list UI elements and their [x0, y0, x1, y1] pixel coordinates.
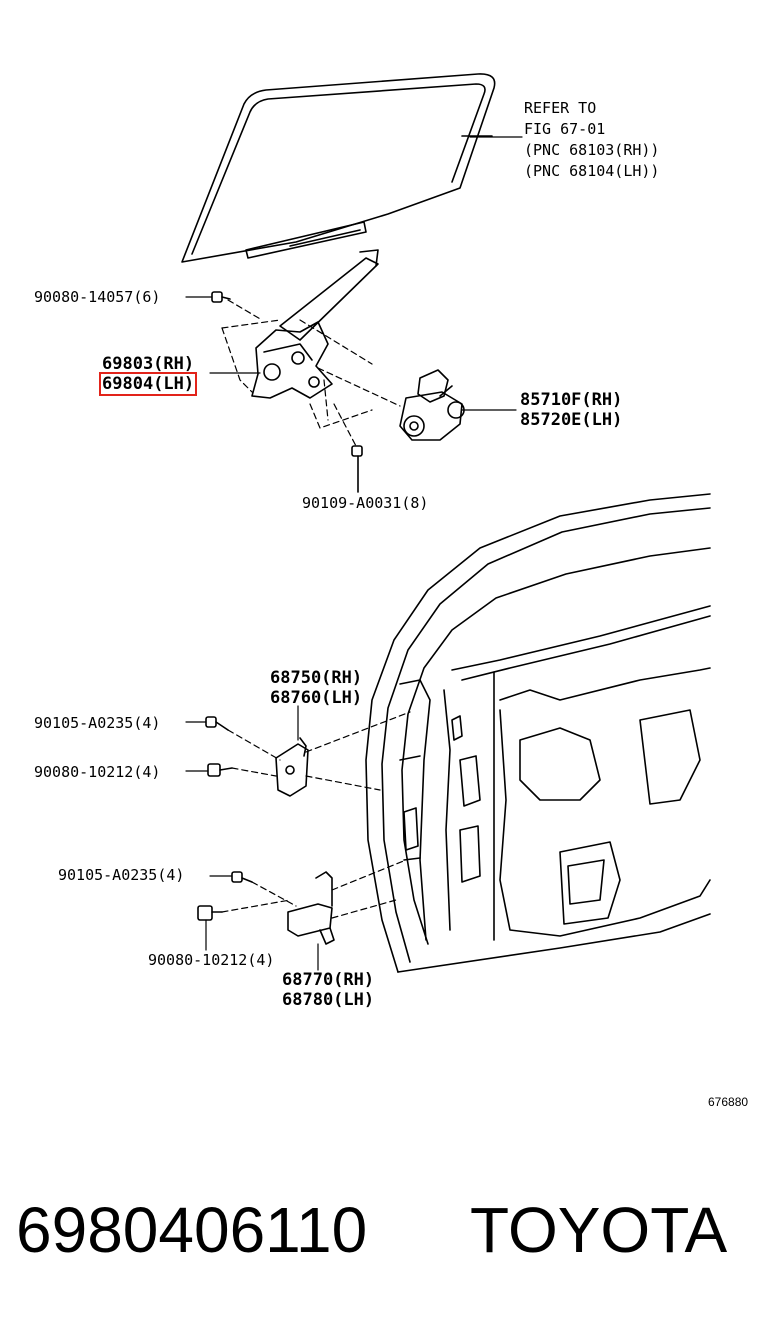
callout-bolt-lower-b[interactable]: 90080-10212(4) — [148, 951, 275, 969]
bolt-lower-a-icon — [231, 871, 253, 883]
callout-lower-hinge-rh[interactable]: 68770(RH) — [282, 970, 375, 990]
refer-note: REFER TO FIG 67-01 (PNC 68103(RH)) (PNC … — [524, 98, 659, 182]
callout-lower-hinge-lh[interactable]: 68780(LH) — [282, 990, 375, 1010]
refer-line-3: (PNC 68103(RH)) — [524, 141, 660, 159]
lower-hinge — [287, 871, 335, 971]
window-regulator — [251, 249, 379, 399]
highlight-box: 69804(LH) — [99, 372, 198, 396]
refer-line-2: FIG 67-01 — [524, 120, 606, 138]
footer-brand: TOYOTA — [470, 1194, 728, 1266]
door-glass — [181, 73, 496, 263]
refer-line-4: (PNC 68104(LH)) — [524, 162, 660, 180]
callout-regulator-rh[interactable]: 69803(RH) — [102, 354, 195, 374]
callout-regulator-lh[interactable]: 69804(LH) — [99, 372, 198, 396]
callout-upper-hinge-lh[interactable]: 68760(LH) — [270, 688, 363, 708]
footer-part-number: 6980406110 — [16, 1194, 368, 1266]
upper-hinge — [275, 705, 309, 797]
figure-id: 676880 — [708, 1095, 749, 1109]
bolt-lower-b-icon — [197, 905, 223, 951]
callout-motor-lh[interactable]: 85720E(LH) — [520, 410, 623, 430]
callout-motor-rh[interactable]: 85710F(RH) — [520, 390, 623, 410]
callout-upper-hinge-rh[interactable]: 68750(RH) — [270, 668, 363, 688]
window-motor — [399, 369, 465, 441]
callout-bolt-lower-a[interactable]: 90105-A0235(4) — [58, 866, 185, 884]
bolt-upper-b-icon — [207, 763, 233, 777]
callout-bolt-regulator[interactable]: 90080-14057(6) — [34, 288, 161, 306]
callout-bolt-upper-b[interactable]: 90080-10212(4) — [34, 763, 161, 781]
door-frame — [365, 493, 711, 973]
bolt-regulator-icon — [211, 291, 231, 303]
callout-screw-motor[interactable]: 90109-A0031(8) — [302, 494, 429, 512]
bolt-upper-a-icon — [205, 716, 229, 731]
refer-line-1: REFER TO — [524, 99, 597, 117]
callout-bolt-upper-a[interactable]: 90105-A0235(4) — [34, 714, 161, 732]
screw-motor-icon — [351, 445, 363, 493]
